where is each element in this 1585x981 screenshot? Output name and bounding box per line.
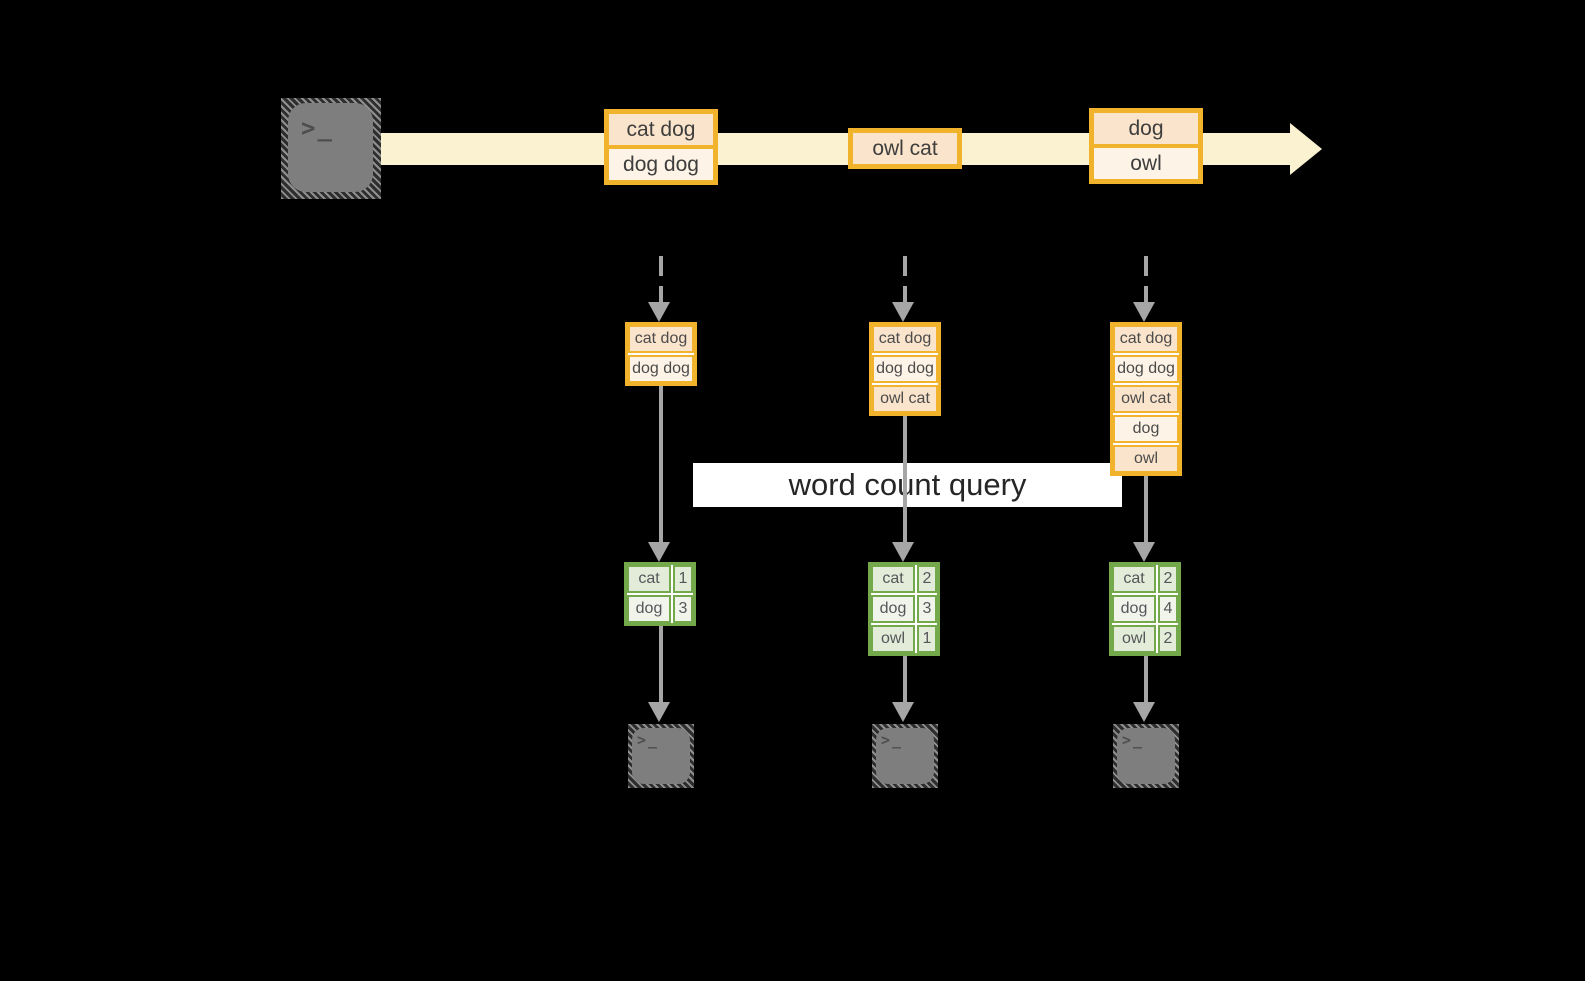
source-terminal-icon: >_ — [281, 98, 381, 199]
input-row: cat dog — [628, 325, 694, 353]
output-terminal-icon: >_ — [872, 724, 938, 788]
trigger-arrowhead-icon — [648, 302, 670, 322]
result-word-cell: owl — [1112, 625, 1156, 653]
result-row: cat 2 — [871, 565, 937, 593]
result-word-cell: dog — [1112, 595, 1156, 623]
stream-record: owl cat — [851, 131, 959, 166]
result-table-3: cat 2 dog 4 owl 2 — [1109, 562, 1181, 656]
trigger-dashed-line — [903, 256, 907, 304]
query-banner: word count query — [693, 463, 1122, 507]
query-flow-line — [903, 416, 907, 542]
trigger-dashed-line — [1144, 256, 1148, 304]
result-word-cell: cat — [871, 565, 915, 593]
input-row: cat dog — [1113, 325, 1179, 353]
result-count-cell: 4 — [1158, 595, 1178, 623]
stream-record: dog — [1092, 111, 1200, 146]
stream-batch-3: dog owl — [1089, 108, 1203, 184]
stream-record: dog dog — [607, 147, 715, 182]
result-count-cell: 3 — [673, 595, 693, 623]
unbounded-input-table-2: cat dog dog dog owl cat — [869, 322, 941, 416]
result-count-cell: 2 — [1158, 565, 1178, 593]
flow-arrowhead-icon — [892, 542, 914, 562]
result-row: owl 1 — [871, 625, 937, 653]
result-row: dog 3 — [627, 595, 693, 623]
result-word-cell: owl — [871, 625, 915, 653]
result-row: dog 4 — [1112, 595, 1178, 623]
input-row: owl cat — [872, 385, 938, 413]
output-terminal-icon: >_ — [1113, 724, 1179, 788]
result-count-cell: 3 — [917, 595, 937, 623]
input-row: owl — [1113, 445, 1179, 473]
input-row: dog dog — [1113, 355, 1179, 383]
terminal-body — [632, 728, 690, 784]
terminal-prompt-glyph: >_ — [881, 731, 904, 749]
input-row: dog dog — [628, 355, 694, 383]
result-row: cat 1 — [627, 565, 693, 593]
terminal-body — [288, 103, 373, 192]
output-flow-line — [1144, 656, 1148, 702]
trigger-arrowhead-icon — [892, 302, 914, 322]
input-row: dog — [1113, 415, 1179, 443]
flow-arrowhead-icon — [648, 542, 670, 562]
result-row: dog 3 — [871, 595, 937, 623]
output-arrowhead-icon — [892, 702, 914, 722]
query-flow-line — [1144, 476, 1148, 542]
flow-arrowhead-icon — [1133, 542, 1155, 562]
output-flow-line — [659, 626, 663, 702]
result-count-cell: 1 — [673, 565, 693, 593]
stream-batch-1: cat dog dog dog — [604, 109, 718, 185]
trigger-dashed-line — [659, 256, 663, 304]
input-row: owl cat — [1113, 385, 1179, 413]
stream-arrowhead-icon — [1290, 123, 1322, 175]
stream-batch-2: owl cat — [848, 128, 962, 169]
result-word-cell: cat — [1112, 565, 1156, 593]
terminal-prompt-glyph: >_ — [1122, 731, 1145, 749]
unbounded-input-table-1: cat dog dog dog — [625, 322, 697, 386]
result-count-cell: 1 — [917, 625, 937, 653]
output-arrowhead-icon — [1133, 702, 1155, 722]
unbounded-input-table-3: cat dog dog dog owl cat dog owl — [1110, 322, 1182, 476]
result-row: owl 2 — [1112, 625, 1178, 653]
result-table-1: cat 1 dog 3 — [624, 562, 696, 626]
terminal-body — [876, 728, 934, 784]
stream-record: owl — [1092, 146, 1200, 181]
result-count-cell: 2 — [1158, 625, 1178, 653]
result-word-cell: dog — [627, 595, 671, 623]
terminal-prompt-glyph: >_ — [637, 731, 660, 749]
stream-record: cat dog — [607, 112, 715, 147]
result-row: cat 2 — [1112, 565, 1178, 593]
terminal-body — [1117, 728, 1175, 784]
result-word-cell: cat — [627, 565, 671, 593]
result-table-2: cat 2 dog 3 owl 1 — [868, 562, 940, 656]
query-flow-line — [659, 386, 663, 542]
terminal-prompt-glyph: >_ — [301, 114, 334, 142]
output-flow-line — [903, 656, 907, 702]
input-row: cat dog — [872, 325, 938, 353]
output-arrowhead-icon — [648, 702, 670, 722]
result-count-cell: 2 — [917, 565, 937, 593]
trigger-arrowhead-icon — [1133, 302, 1155, 322]
input-row: dog dog — [872, 355, 938, 383]
output-terminal-icon: >_ — [628, 724, 694, 788]
result-word-cell: dog — [871, 595, 915, 623]
